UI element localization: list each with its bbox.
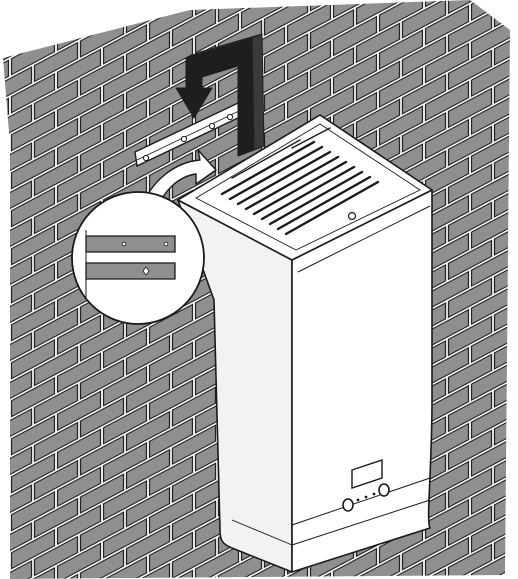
bracket-detail-magnifier [71, 191, 205, 325]
right-knob-icon [378, 483, 390, 497]
ventilation-grille [220, 127, 380, 236]
control-buttons [342, 483, 390, 512]
hanging-direction-arrow [175, 33, 265, 157]
display-window [351, 459, 383, 489]
appliance-housing [177, 114, 433, 573]
left-knob-icon [342, 498, 354, 512]
